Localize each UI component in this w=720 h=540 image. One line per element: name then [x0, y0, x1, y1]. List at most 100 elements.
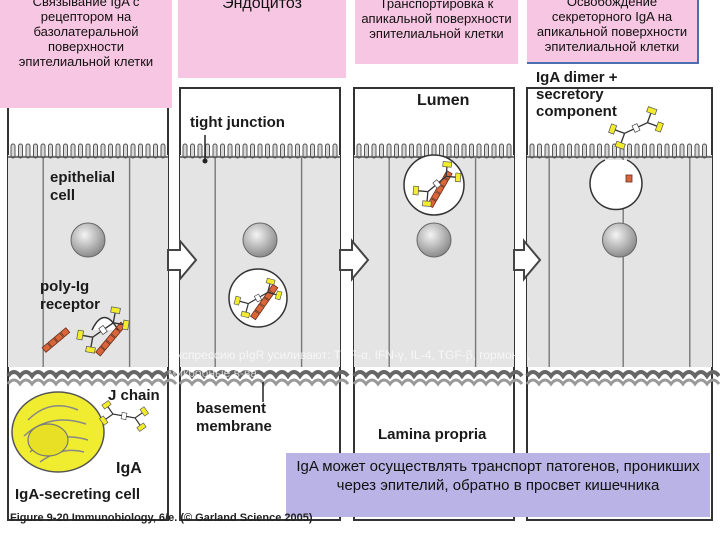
microvillus: [257, 143, 263, 159]
microvillus: [401, 143, 407, 159]
microvillus: [642, 143, 647, 159]
microvillus: [356, 143, 362, 159]
figure-caption: Figure 9-20 Immunobiology, 6/e. (© Garla…: [10, 512, 313, 524]
basement-membrane: [6, 378, 178, 387]
poly-ig-receptor-label: poly-Ig receptor: [40, 278, 101, 313]
microvillus: [567, 143, 572, 159]
microvillus: [394, 143, 399, 159]
microvillus: [687, 143, 692, 159]
poly-ig-receptor: [249, 283, 279, 321]
microvillus: [295, 143, 300, 159]
iga-molecules: [41, 106, 664, 432]
basement-membrane: [352, 378, 524, 387]
microvillus: [672, 143, 677, 159]
tight-junction-pointer: [202, 135, 208, 164]
basement-membrane: [178, 370, 350, 380]
microvillus: [582, 143, 587, 159]
microvillus: [552, 143, 557, 159]
j-chain-label: J chain: [108, 387, 160, 404]
tight-junction-label: tight junction: [190, 114, 285, 131]
membrane-pit: [91, 316, 119, 331]
microvillus: [123, 143, 128, 159]
microvillus: [18, 143, 23, 159]
microvillus: [93, 143, 98, 159]
microvillus: [63, 143, 68, 159]
callout-transport: Транспортировка к апикальной поверхности…: [355, 0, 518, 64]
microvillus: [78, 143, 83, 159]
microvillus: [220, 143, 225, 159]
microvillus: [280, 143, 285, 159]
microvillus: [227, 143, 233, 159]
microvillus: [664, 143, 670, 159]
poly-ig-receptor: [95, 321, 126, 357]
basement-membrane-label: basement membrane: [196, 400, 272, 435]
callout-release-text: Освобождение секреторного IgA на апикаль…: [536, 0, 688, 54]
basement-membrane: [525, 378, 720, 387]
microvillus: [10, 143, 16, 159]
iga-label: IgA: [116, 460, 142, 477]
microvillus: [476, 143, 482, 159]
nucleus: [602, 222, 637, 258]
figure-number: Figure 9-20: [10, 512, 69, 524]
microvillus: [325, 143, 330, 159]
callout-binding-text: Связывание IgA с рецептором на базолатер…: [18, 0, 154, 69]
microvillus: [679, 143, 685, 159]
microvillus: [55, 143, 61, 159]
microvillus: [537, 143, 542, 159]
microvillus: [250, 143, 255, 159]
empty-vesicle: [589, 159, 643, 211]
basement-membrane: [352, 370, 524, 380]
microvillus: [182, 143, 188, 159]
microvillus: [108, 143, 113, 159]
microvillus: [461, 143, 467, 159]
microvillus: [197, 143, 203, 159]
microvillus: [100, 143, 106, 159]
iga-dimer: [233, 277, 283, 319]
basement-membrane: [178, 378, 350, 387]
iga-secreting-cell-label: IgA-secreting cell: [15, 486, 141, 503]
lamina-propria-label: Lamina propria: [378, 426, 487, 443]
microvillus: [371, 143, 377, 159]
microvillus: [317, 143, 323, 159]
microvillus: [138, 143, 143, 159]
microvillus: [612, 143, 617, 159]
microvillus: [287, 143, 293, 159]
microvillus: [364, 143, 369, 159]
microvillus: [409, 143, 414, 159]
basement-membrane: [6, 370, 178, 380]
microvillus: [70, 143, 76, 159]
note-text: IgA может осуществлять транспорт патоген…: [296, 458, 700, 494]
microvillus: [702, 143, 707, 159]
microvillus: [332, 143, 338, 159]
microvillus: [145, 143, 151, 159]
microvillus: [604, 143, 610, 159]
callout-transport-text: Транспортировка к апикальной поверхности…: [361, 0, 512, 41]
microvillus: [559, 143, 565, 159]
callout-endocytosis: Эндоцитоз: [178, 0, 346, 78]
microvillus: [484, 143, 489, 159]
microvillus: [160, 143, 166, 159]
microvillus: [657, 143, 662, 159]
faded-note: Экспрессию pIgR усиливают: TNF-α, IFN-γ,…: [168, 348, 531, 380]
microvillus: [446, 143, 452, 159]
iga-dimer: [412, 161, 462, 207]
microvillus: [574, 143, 580, 159]
poly-ig-receptor: [41, 327, 71, 353]
nucleus: [416, 222, 452, 258]
iga-dimer: [608, 106, 664, 150]
microvillus: [694, 143, 700, 159]
nucleus: [70, 222, 106, 258]
microvillus: [25, 143, 31, 159]
microvillus: [597, 143, 602, 159]
microvillus: [491, 143, 497, 159]
arrow-right-icon: [167, 238, 198, 282]
microvillus: [40, 143, 46, 159]
iga-secreting-cell: [11, 391, 105, 473]
microvillus: [48, 143, 53, 159]
microvillus: [242, 143, 248, 159]
figure-source: Immunobiology, 6/e. (© Garland Science 2…: [71, 512, 313, 524]
cell-borders: [42, 158, 691, 367]
microvillus: [386, 143, 392, 159]
callout-release: Освобождение секреторного IgA на апикаль…: [527, 0, 699, 64]
